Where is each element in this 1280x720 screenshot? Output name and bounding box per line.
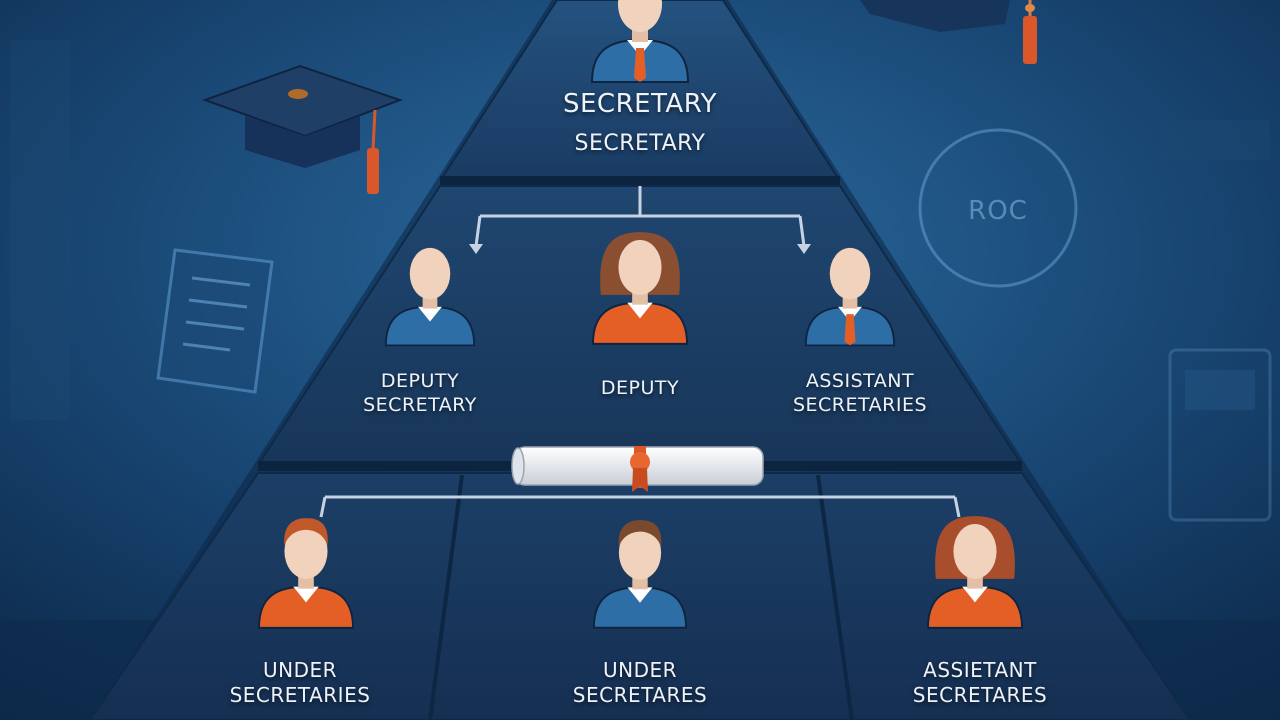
circle-badge-icon xyxy=(918,128,1078,288)
role-label: ASSIETANT SECRETARES xyxy=(912,658,1048,707)
top-tier-title: SECRETARY xyxy=(562,89,717,119)
top-tier-subtitle: SECRETARY xyxy=(574,131,706,156)
under-secretary-avatar xyxy=(257,518,355,629)
role-label: ASSISTANT SECRETARIES xyxy=(792,370,928,416)
background-decor xyxy=(10,40,1272,522)
graduation-cap-icon xyxy=(202,64,403,194)
diploma-scroll-icon xyxy=(511,446,764,492)
tier-divider xyxy=(440,176,840,185)
assistant-secretary-avatar xyxy=(926,516,1024,629)
under-secretary-avatar xyxy=(592,520,688,629)
middle-tier-label-left: DEPUTY SECRETARY xyxy=(330,370,510,418)
circle-badge-text: ROC xyxy=(968,196,1028,226)
deputy-avatar xyxy=(591,232,689,345)
secretary-avatar xyxy=(590,0,690,83)
arrow-head xyxy=(469,244,483,254)
bottom-tier-label-right: ASSIETANT SECRETARES xyxy=(870,658,1090,708)
middle-tier-label-right: ASSISTANT SECRETARIES xyxy=(760,370,960,418)
assistant-secretary-avatar xyxy=(804,247,896,347)
panel-separator xyxy=(816,474,854,720)
document-icon xyxy=(156,248,274,394)
bottom-tier-label-left: UNDER SECRETARIES xyxy=(200,658,400,708)
role-label: DEPUTY SECRETARY xyxy=(363,370,477,416)
connector-middle-bottom xyxy=(319,495,961,518)
role-label: DEPUTY xyxy=(600,377,680,399)
graduation-cap-icon xyxy=(860,0,1037,64)
arrow-head xyxy=(797,244,811,254)
connector-top-middle xyxy=(474,186,806,247)
role-label: UNDER SECRETARIES xyxy=(229,658,371,707)
bottom-tier-label-center: UNDER SECRETARES xyxy=(540,658,740,708)
panel-separator xyxy=(428,474,464,720)
role-label: UNDER SECRETARES xyxy=(572,658,708,707)
deputy-secretary-avatar xyxy=(384,247,476,347)
middle-tier-label-center: DEPUTY xyxy=(550,377,730,401)
